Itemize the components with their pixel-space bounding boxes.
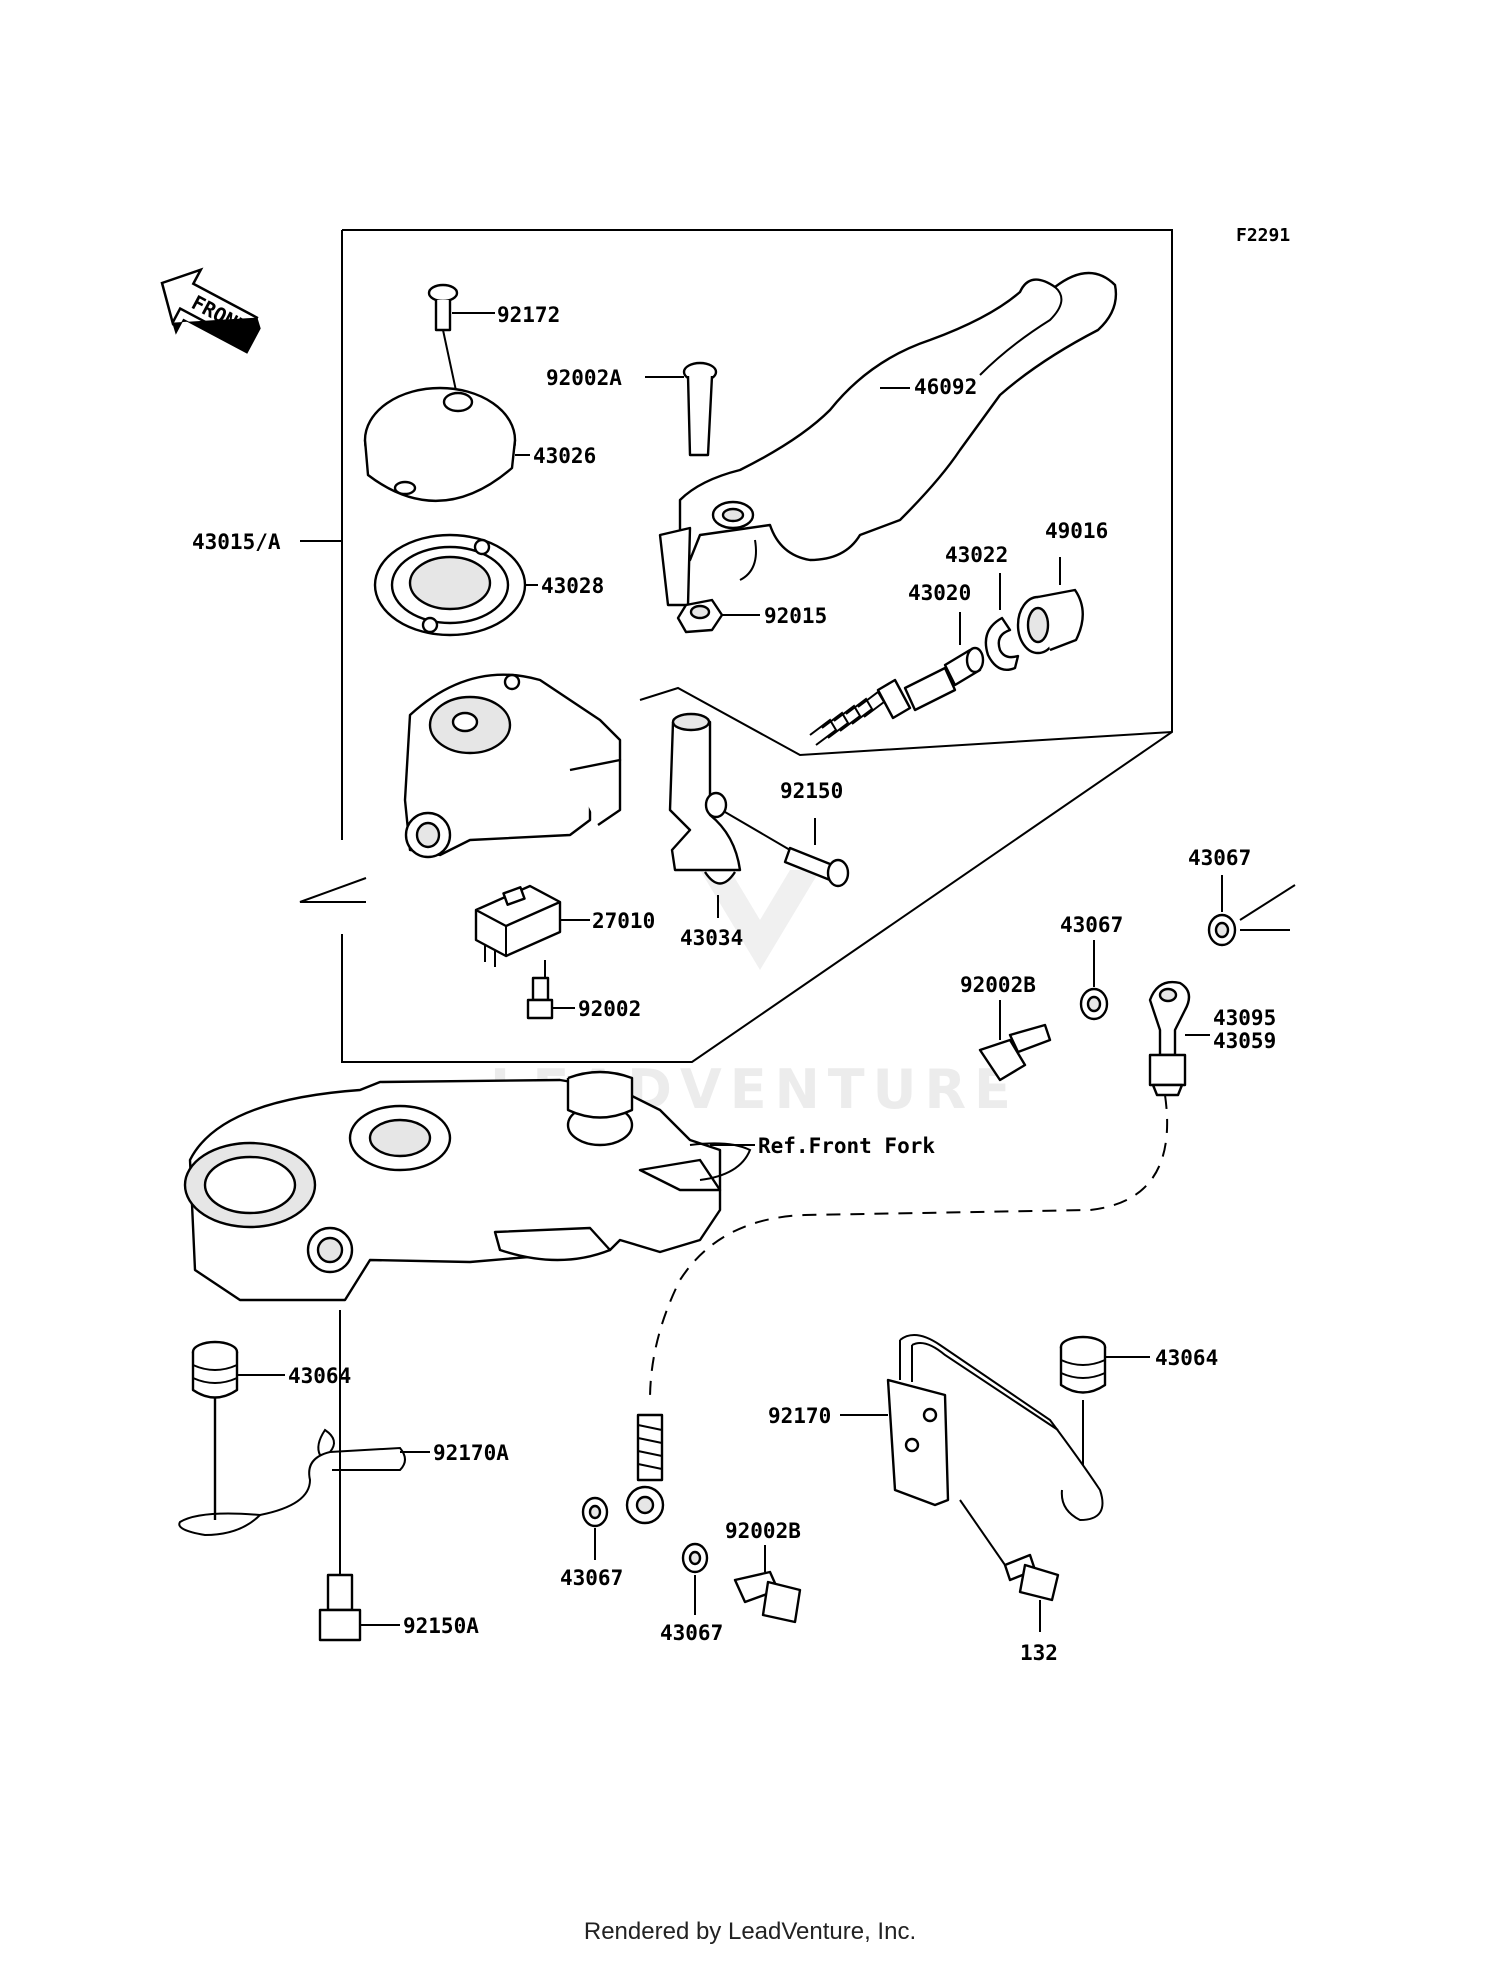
label-92150a: 92150A — [403, 1614, 479, 1638]
label-92002a: 92002A — [546, 366, 622, 390]
bolt-92002b-lower — [733, 1545, 802, 1624]
label-43034: 43034 — [680, 926, 743, 950]
label-43095: 43095 — [1213, 1006, 1276, 1030]
screw-92172 — [427, 283, 495, 401]
boot-49016 — [1016, 557, 1084, 655]
bolt-92002b-upper — [978, 1000, 1052, 1082]
assembly-box — [299, 229, 1173, 1063]
rubber-grommet-43064-left — [191, 1340, 285, 1399]
bolt-92150 — [724, 811, 850, 888]
bolt-132 — [1003, 1553, 1060, 1632]
label-43067-d: 43067 — [660, 1621, 723, 1645]
part-labels: 92172 92002A 46092 43026 43015/A 43028 9… — [192, 303, 1276, 1665]
label-92002b-b: 92002B — [725, 1519, 801, 1543]
cap-43026 — [363, 386, 530, 502]
master-cylinder-body — [403, 673, 622, 859]
label-92172: 92172 — [497, 303, 560, 327]
label-43028: 43028 — [541, 574, 604, 598]
brake-hose — [649, 1094, 1169, 1401]
brake-lever-46092 — [658, 271, 1118, 607]
diaphragm-43028 — [373, 533, 538, 637]
label-92002b-a: 92002B — [960, 973, 1036, 997]
front-arrow-icon: FRONT — [160, 267, 261, 354]
washer-43067-lower-right — [681, 1542, 709, 1615]
washer-43067-upper-left — [1079, 940, 1109, 1021]
clip-92170a — [178, 1398, 430, 1537]
label-ref-front-fork: Ref.Front Fork — [758, 1134, 935, 1158]
piston-spring-43020 — [809, 612, 985, 746]
screw-92002 — [526, 976, 575, 1020]
pivot-bolt-92002a — [645, 361, 718, 457]
switch-27010 — [474, 884, 590, 995]
label-43067-c: 43067 — [560, 1566, 623, 1590]
label-92002: 92002 — [578, 997, 641, 1021]
rubber-grommet-43064-right — [1059, 1335, 1150, 1465]
label-92015: 92015 — [764, 604, 827, 628]
label-46092: 46092 — [914, 375, 977, 399]
circlip-43022 — [984, 573, 1020, 672]
banjo-hose-fitting-lower — [625, 1413, 665, 1525]
washer-43067-lower-left — [581, 1496, 609, 1560]
washer-43067-upper-right — [1207, 875, 1296, 947]
label-43022: 43022 — [945, 543, 1008, 567]
diagram-code: F2291 — [1236, 225, 1290, 246]
bolt-92150a — [318, 1335, 400, 1642]
label-43020: 43020 — [908, 581, 971, 605]
label-132: 132 — [1020, 1641, 1058, 1665]
label-43064-a: 43064 — [288, 1364, 351, 1388]
label-43067-a: 43067 — [1188, 846, 1251, 870]
nut-92015 — [676, 598, 760, 634]
label-92170: 92170 — [768, 1404, 831, 1428]
clamp-43034 — [668, 712, 742, 918]
label-43059: 43059 — [1213, 1029, 1276, 1053]
label-43015a: 43015/A — [192, 530, 281, 554]
label-43067-b: 43067 — [1060, 913, 1123, 937]
banjo-hose-fitting-upper — [1148, 980, 1210, 1097]
label-43064-b: 43064 — [1155, 1346, 1218, 1370]
footer-credit: Rendered by LeadVenture, Inc. — [583, 1918, 917, 1945]
triple-clamp — [183, 1070, 755, 1335]
label-49016: 49016 — [1045, 519, 1108, 543]
label-92170a: 92170A — [433, 1441, 509, 1465]
label-92150: 92150 — [780, 779, 843, 803]
label-27010: 27010 — [592, 909, 655, 933]
label-43026: 43026 — [533, 444, 596, 468]
hose-bracket-92170 — [840, 1334, 1104, 1566]
